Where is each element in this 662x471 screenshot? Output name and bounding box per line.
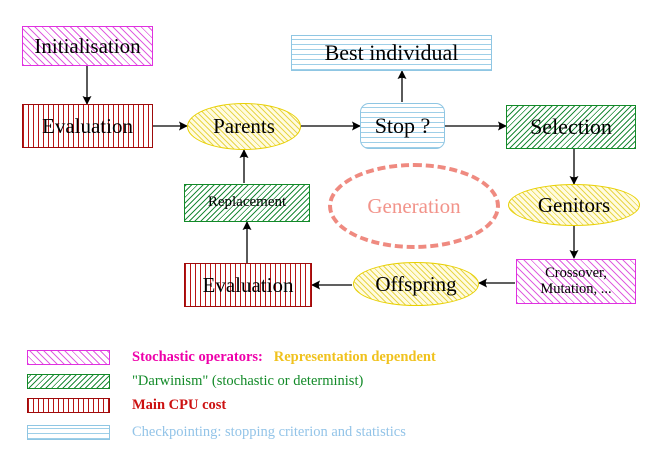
node-crossover-mutation[interactable]: Crossover, Mutation, ...	[516, 259, 636, 304]
node-evaluation-bottom-label: Evaluation	[202, 272, 294, 297]
legend-text-checkpointing: Checkpointing: stopping criterion and st…	[132, 424, 406, 440]
legend-swatch-magenta-diagonal-hatch	[27, 350, 110, 365]
node-selection-label: Selection	[530, 114, 612, 140]
node-crossover-mutation-label: Crossover, Mutation, ...	[540, 265, 612, 297]
node-best-individual-label: Best individual	[324, 40, 459, 66]
legend-row-stochastic-operators: Stochastic operators: Representation dep…	[27, 349, 436, 366]
legend-swatch-red-vertical-hatch	[27, 398, 110, 413]
legend-text-darwinism: "Darwinism" (stochastic or determinist)	[132, 373, 364, 389]
legend-text-stochastic-operators: Stochastic operators: Representation dep…	[132, 349, 436, 366]
node-replacement[interactable]: Replacement	[184, 184, 310, 222]
node-initialisation-label: Initialisation	[34, 33, 141, 58]
node-replacement-label: Replacement	[207, 194, 287, 211]
node-offspring[interactable]: Offspring	[353, 262, 479, 306]
node-evaluation-top-label: Evaluation	[42, 113, 133, 138]
node-initialisation[interactable]: Initialisation	[22, 26, 153, 66]
node-evaluation-top[interactable]: Evaluation	[22, 104, 153, 148]
node-stop[interactable]: Stop ?	[360, 103, 445, 149]
node-genitors[interactable]: Genitors	[508, 184, 640, 226]
legend-swatch-blue-horizontal-hatch	[27, 425, 110, 440]
legend-swatch-green-diagonal-hatch	[27, 374, 110, 389]
node-selection[interactable]: Selection	[506, 105, 636, 149]
legend-row-darwinism: "Darwinism" (stochastic or determinist)	[27, 373, 363, 390]
node-stop-label: Stop ?	[374, 113, 431, 139]
generation-cycle-annotation: Generation	[328, 163, 500, 249]
node-evaluation-bottom[interactable]: Evaluation	[184, 263, 312, 307]
legend-row-checkpointing: Checkpointing: stopping criterion and st…	[27, 424, 406, 441]
node-offspring-label: Offspring	[375, 271, 457, 296]
legend-row-main-cpu-cost: Main CPU cost	[27, 397, 226, 414]
node-genitors-label: Genitors	[537, 192, 611, 217]
legend-text-primary: Stochastic operators:	[132, 349, 263, 365]
node-parents[interactable]: Parents	[187, 103, 301, 150]
generation-label: Generation	[367, 193, 461, 218]
legend-text-secondary: Representation dependent	[262, 349, 436, 365]
legend-text-main-cpu-cost: Main CPU cost	[132, 397, 227, 413]
node-parents-label: Parents	[213, 114, 275, 139]
node-best-individual[interactable]: Best individual	[291, 35, 492, 71]
